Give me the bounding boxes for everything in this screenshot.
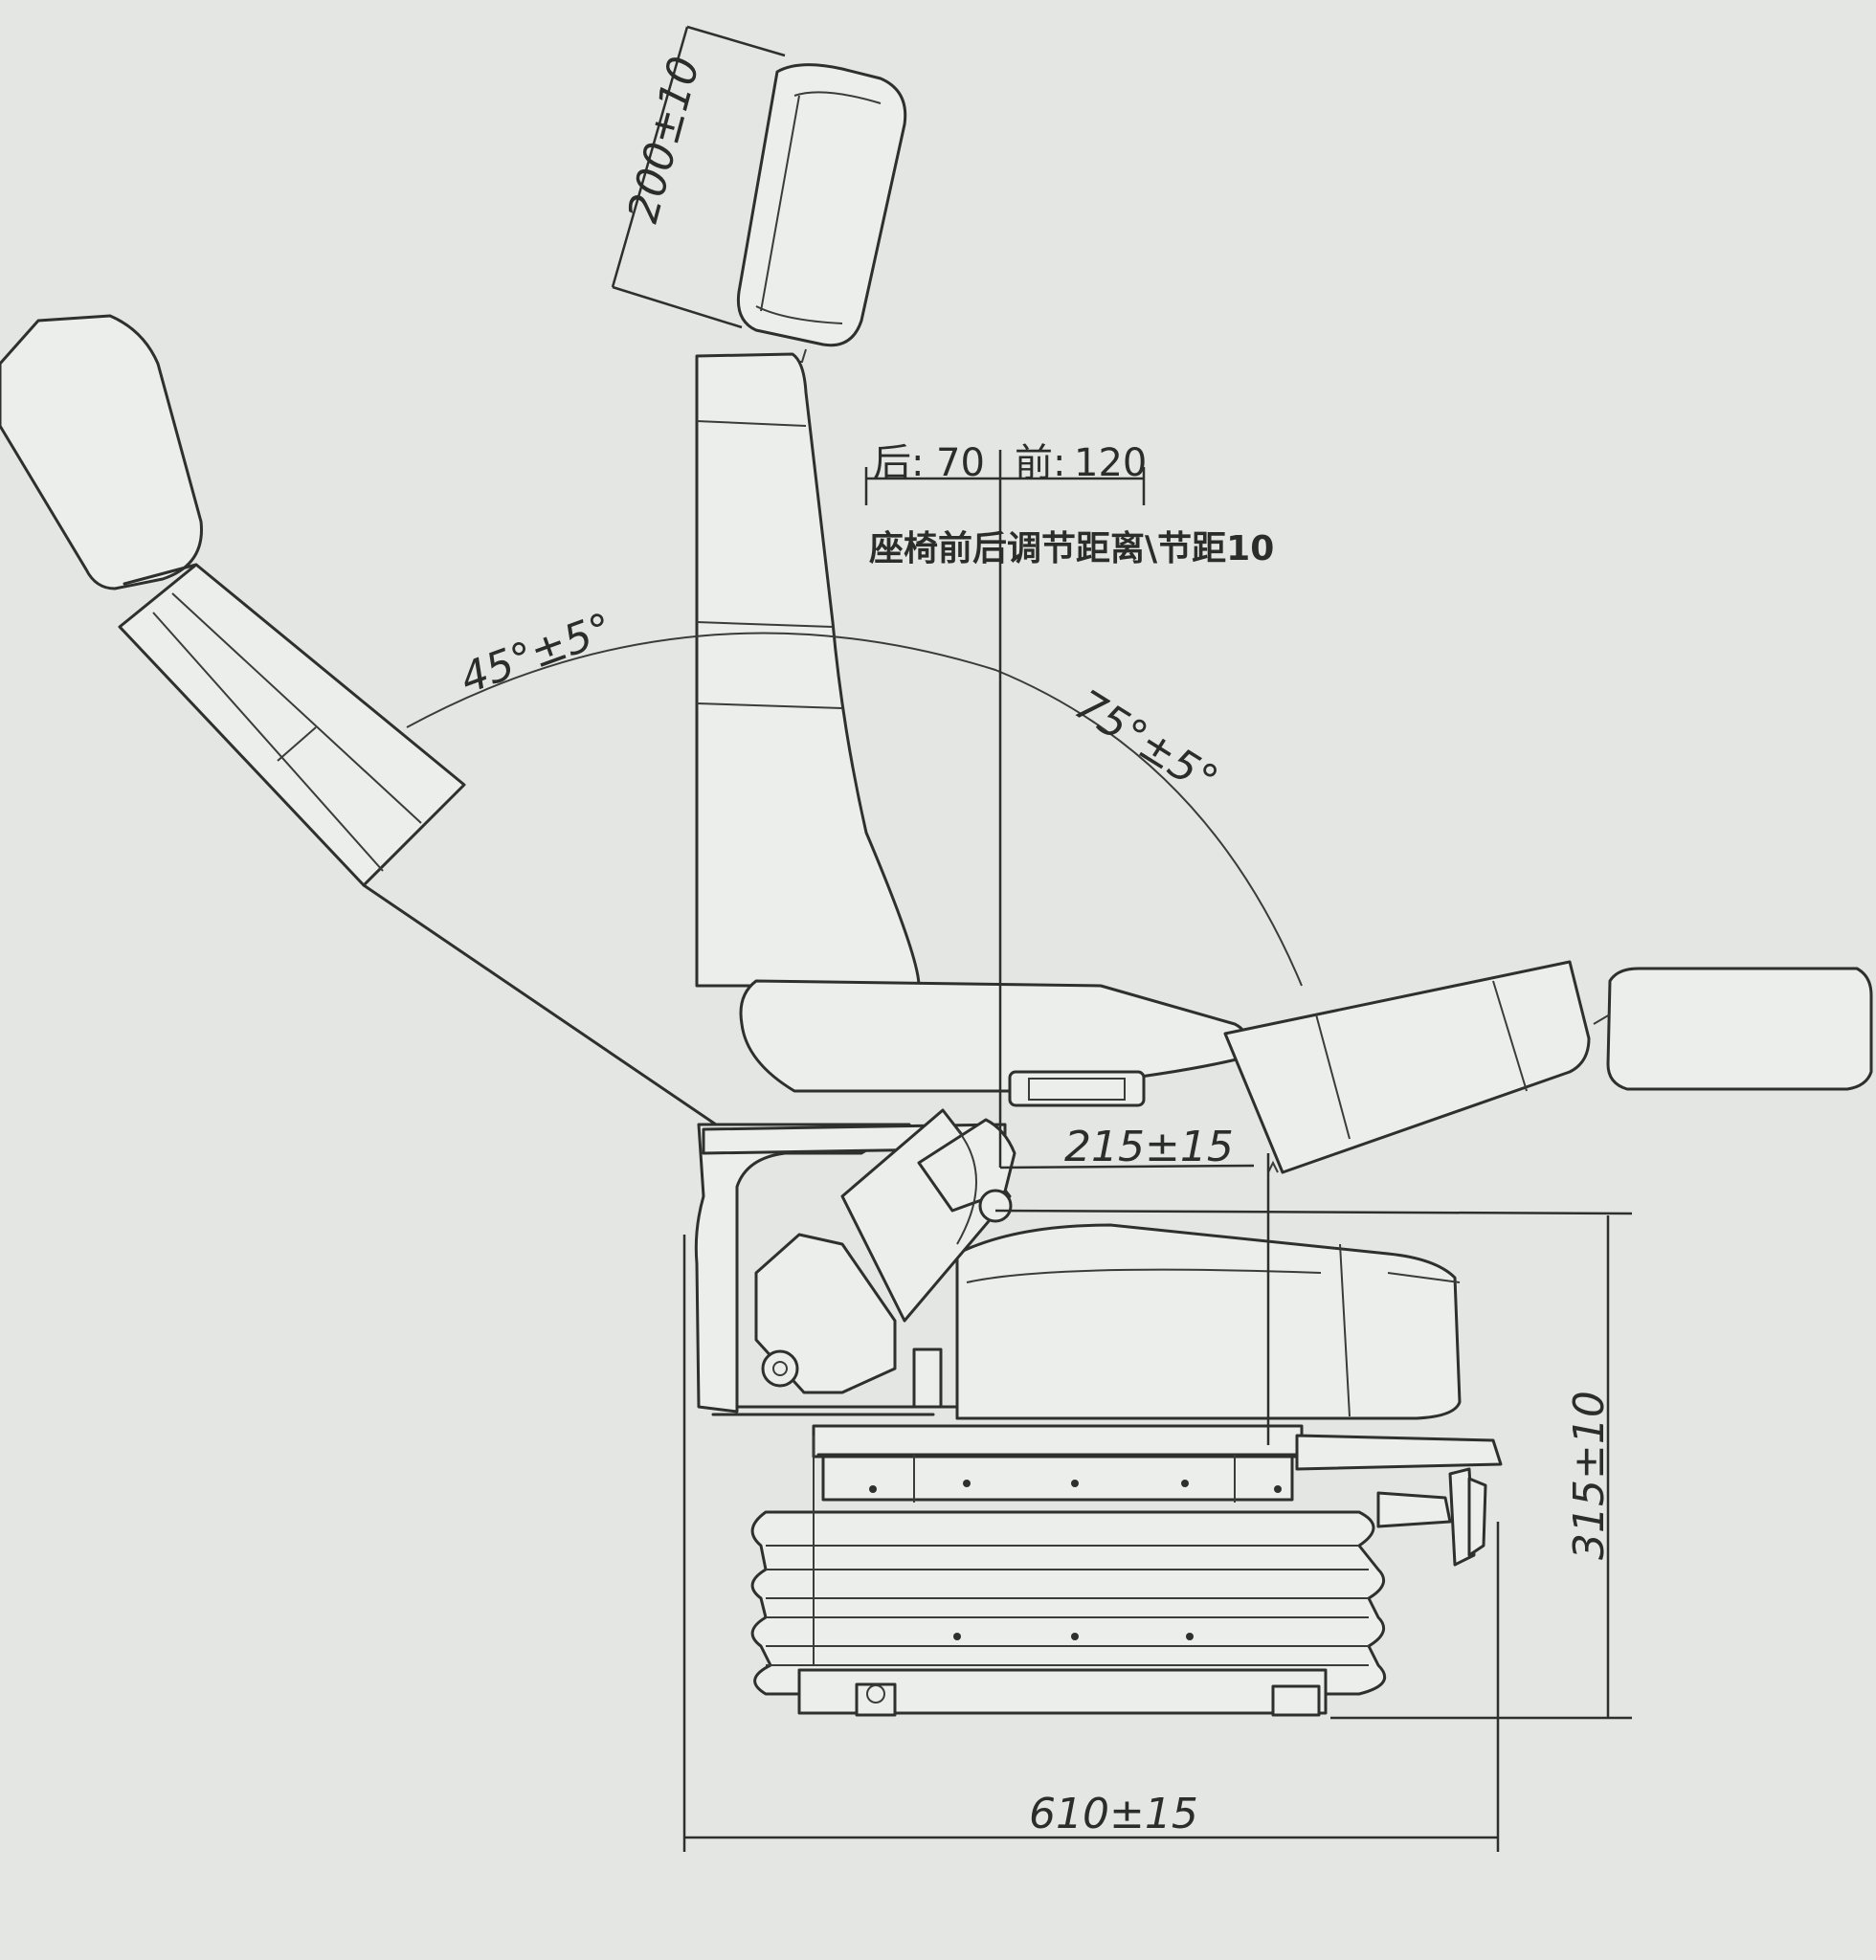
base-height-dimension — [994, 1209, 1633, 1720]
adjustment-description: 座椅前后调节距离\节距10 — [869, 529, 1274, 568]
rivet — [1071, 1480, 1079, 1487]
rear-adjust-label: 后: — [873, 441, 924, 485]
headrest-dimension — [611, 25, 786, 329]
suspension-bellows — [750, 1436, 1387, 1696]
base-plate — [797, 1633, 1328, 1717]
rivet — [963, 1480, 971, 1487]
rivet — [869, 1485, 877, 1493]
armrest-offset-label: 215±15 — [1064, 1123, 1234, 1171]
recline-arc — [406, 632, 1303, 987]
rivet — [953, 1633, 961, 1640]
upright-headrest — [736, 63, 907, 363]
slider-rails — [812, 1424, 1304, 1502]
rivet — [1071, 1633, 1079, 1640]
height-adjust-knob — [1295, 1434, 1503, 1567]
recline-forward-angle-label: 75°±5° — [1066, 680, 1226, 806]
reclined-back-seat-outline — [0, 314, 739, 1141]
adjustment-leader-lines — [864, 450, 1270, 1445]
front-adjust-label: 前: — [1015, 441, 1065, 485]
seat-cushion-lower — [955, 1223, 1462, 1420]
rivet — [1274, 1485, 1282, 1493]
seat-cushion-upper — [739, 979, 1249, 1107]
forward-reclined-seat-outline — [1223, 960, 1873, 1174]
rivet — [1181, 1480, 1189, 1487]
suspension-damper — [754, 1108, 1016, 1409]
front-adjust-value: 120 — [1074, 441, 1147, 485]
headrest-height-label: 200±10 — [618, 52, 709, 228]
recline-back-angle-label: 45°±5° — [454, 604, 618, 703]
width-dimension — [682, 1235, 1500, 1852]
rivet — [1186, 1633, 1194, 1640]
base-height-label: 315±10 — [1565, 1391, 1614, 1560]
upright-backrest — [695, 352, 921, 988]
rear-adjust-value: 70 — [936, 441, 985, 485]
overall-width-label: 610±15 — [1029, 1790, 1198, 1838]
